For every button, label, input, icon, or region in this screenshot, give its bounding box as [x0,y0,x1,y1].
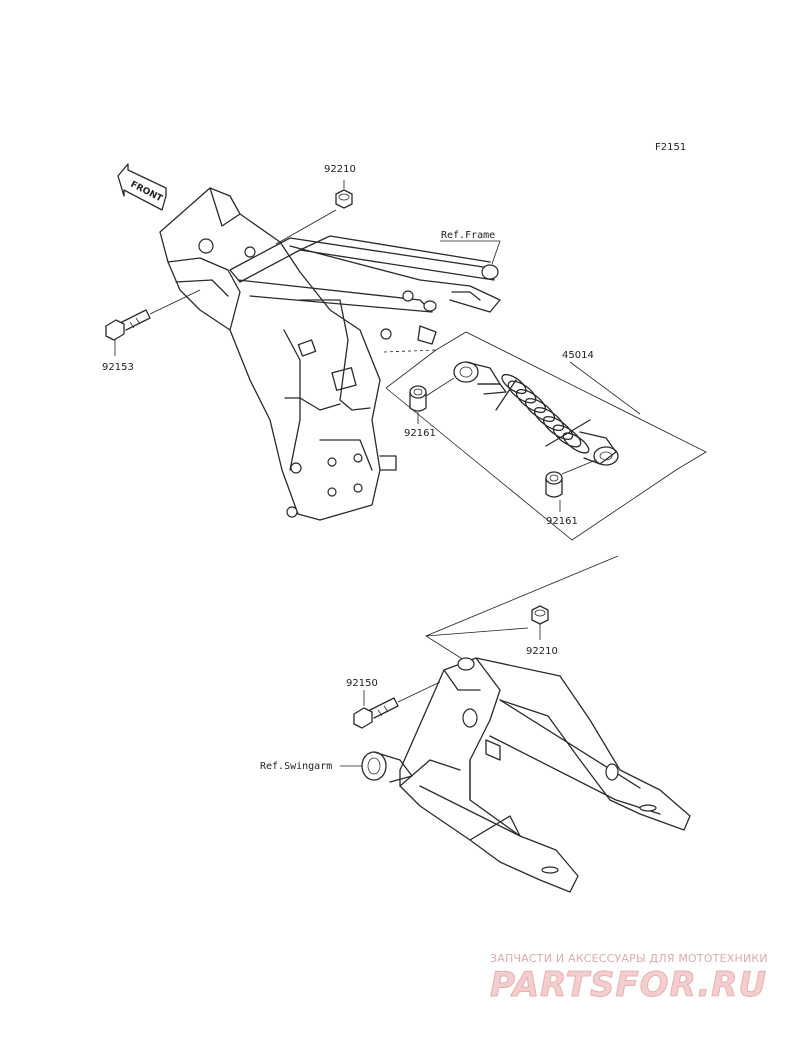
nut-upper-icon [335,189,353,209]
shock-absorber-illustration [453,361,619,466]
callout-bushing-lower: 92161 [546,516,578,527]
front-direction-arrow-icon: FRONT [117,163,167,211]
bushing-upper-icon [409,385,427,412]
watermark-tagline: ЗАПЧАСТИ И АКСЕССУАРЫ ДЛЯ МОТОТЕХНИКИ [490,952,768,965]
bolt-upper-icon [105,309,151,341]
bolt-lower-icon [353,697,399,729]
swingarm-illustration [361,657,691,893]
callout-nut-lower: 92210 [526,646,558,657]
watermark-logo: ЗАПЧАСТИ И АКСЕССУАРЫ ДЛЯ МОТОТЕХНИКИ PA… [490,952,768,1006]
bushing-lower-icon [545,471,563,498]
ref-frame-label: Ref.Frame [441,230,495,241]
figure-code: F2151 [655,142,686,153]
callout-bolt-upper: 92153 [102,362,134,373]
callout-bolt-lower: 92150 [346,678,378,689]
callout-nut-upper: 92210 [324,164,356,175]
callout-bushing-upper: 92161 [404,428,436,439]
nut-lower-icon [531,605,549,625]
ref-swingarm-label: Ref.Swingarm [260,761,332,772]
watermark-brand: PARTSFOR.RU [490,965,767,1005]
front-arrow-label: FRONT [129,180,165,205]
frame-illustration [159,187,501,521]
callout-shock-absorber: 45014 [562,350,594,361]
